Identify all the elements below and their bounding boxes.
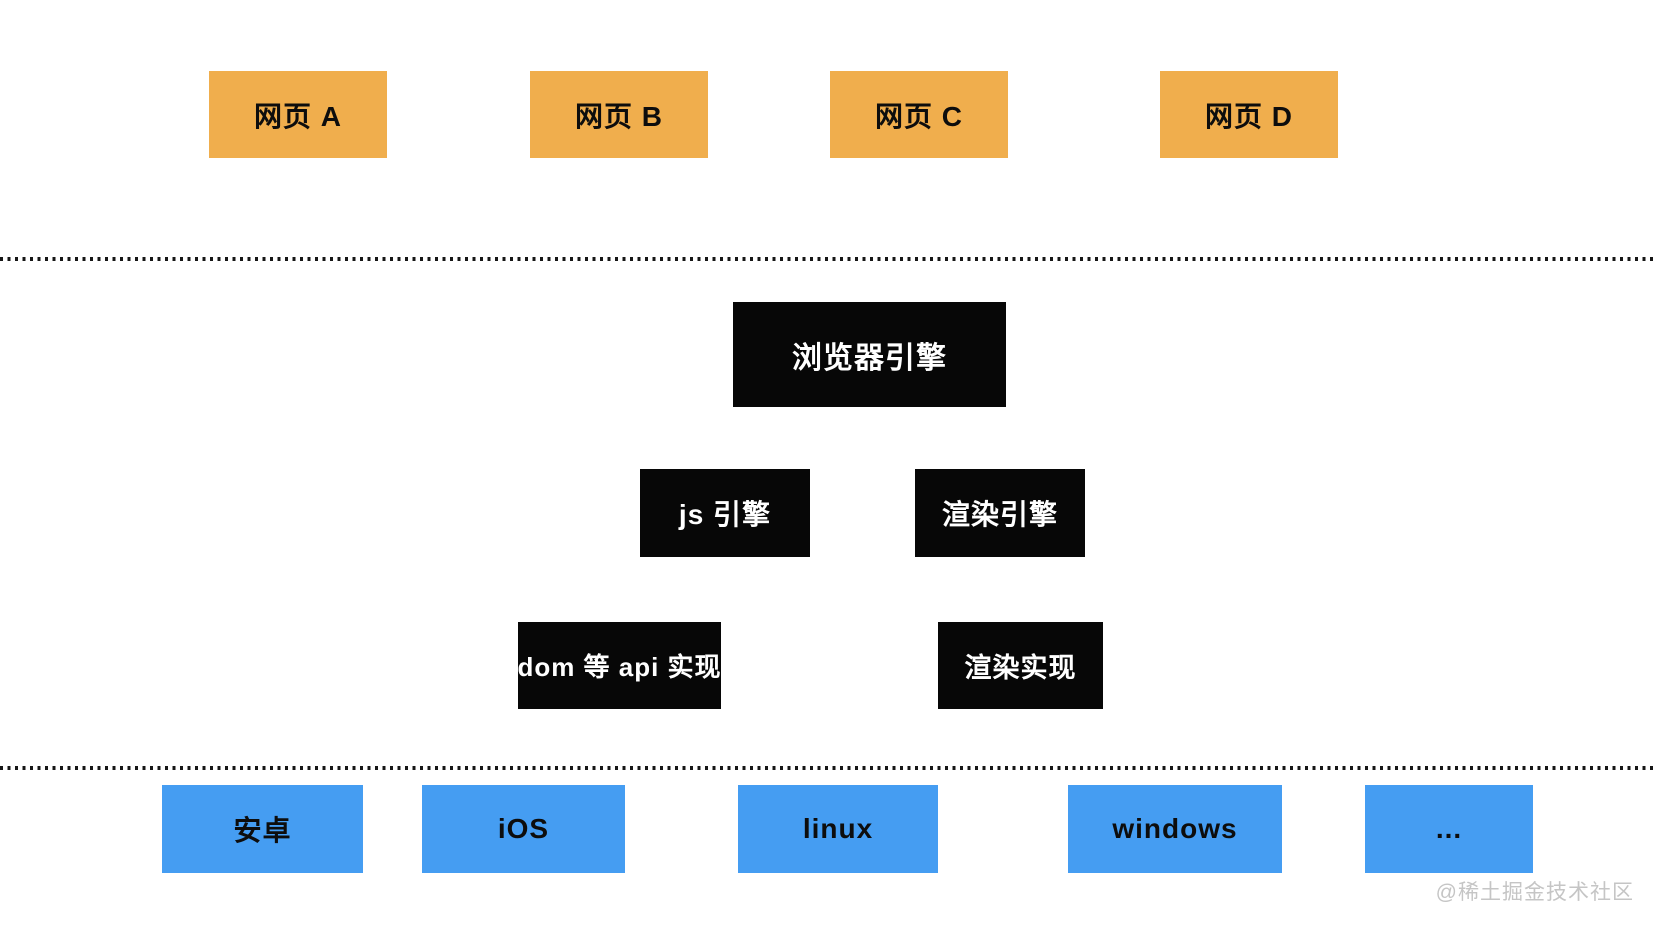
js-engine-box: js 引擎	[640, 469, 810, 557]
webpage-b-box: 网页 B	[530, 71, 708, 158]
render-engine-box: 渲染引擎	[915, 469, 1085, 557]
platform-ios-box: iOS	[422, 785, 625, 873]
dom-api-impl-box: dom 等 api 实现	[517, 622, 721, 709]
platform-windows-box: windows	[1068, 785, 1282, 873]
webpage-d-box: 网页 D	[1160, 71, 1338, 158]
layer-divider-top	[0, 257, 1656, 261]
layer-divider-bottom	[0, 766, 1656, 770]
webpage-c-box: 网页 C	[830, 71, 1008, 158]
browser-engine-box: 浏览器引擎	[733, 302, 1006, 407]
watermark: @稀土掘金技术社区	[1435, 881, 1634, 904]
webpage-a-box: 网页 A	[209, 71, 387, 158]
platform-android-box: 安卓	[162, 785, 363, 873]
platform-linux-box: linux	[738, 785, 938, 873]
platform-more-box: ...	[1365, 785, 1533, 873]
render-impl-box: 渲染实现	[938, 622, 1103, 709]
